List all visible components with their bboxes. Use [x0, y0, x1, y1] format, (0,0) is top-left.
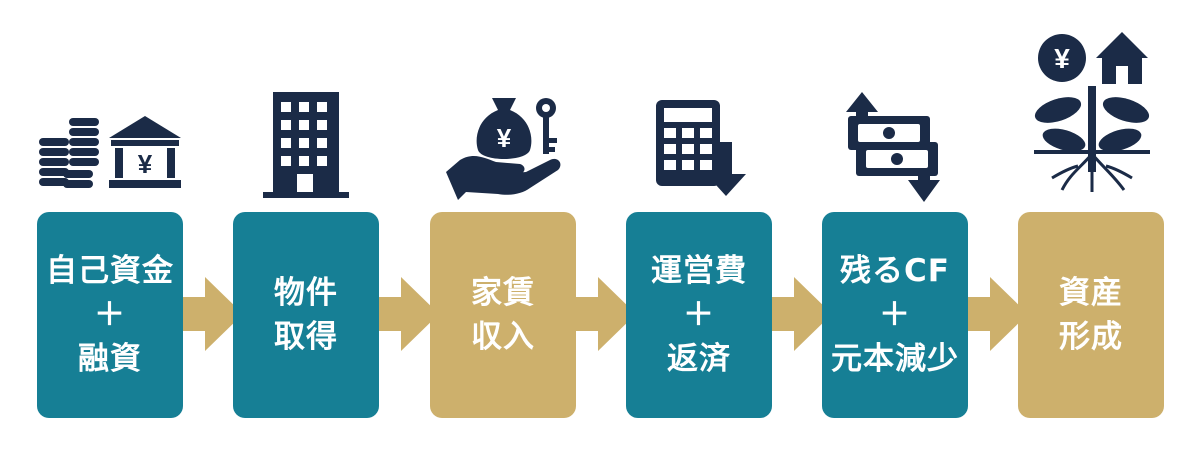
building-icon — [233, 14, 379, 204]
step-label-5: 残るCF ＋ 元本減少 — [831, 252, 959, 377]
tree-yen-house-icon: ¥ — [1018, 14, 1164, 204]
step-box-5: 残るCF ＋ 元本減少 — [822, 212, 968, 418]
step-label-4: 運営費 ＋ 返済 — [651, 252, 747, 377]
step-box-3: 家賃 収入 — [430, 212, 576, 418]
coins-and-bank-icon: ¥ — [37, 14, 183, 204]
calculator-down-arrow-icon — [626, 14, 772, 204]
flow-arrow-2 — [379, 277, 439, 351]
step-label-1: 自己資金 ＋ 融資 — [46, 252, 174, 377]
step-4: 運営費 ＋ 返済 — [626, 0, 772, 456]
bag-yen-text: ¥ — [497, 123, 512, 153]
coin-yen-text: ¥ — [1054, 43, 1070, 74]
bank-yen-text: ¥ — [138, 149, 153, 179]
cashflow-arrows-icon — [822, 14, 968, 204]
step-3: ¥ 家賃 収入 — [430, 0, 576, 456]
step-5: 残るCF ＋ 元本減少 — [822, 0, 968, 456]
step-6: ¥ 資産 形成 — [1018, 0, 1164, 456]
step-label-2: 物件 取得 — [274, 274, 338, 355]
step-box-4: 運営費 ＋ 返済 — [626, 212, 772, 418]
step-label-6: 資産 形成 — [1059, 274, 1123, 355]
flow-arrow-5 — [968, 277, 1028, 351]
step-box-6: 資産 形成 — [1018, 212, 1164, 418]
step-label-3: 家賃 収入 — [471, 274, 535, 355]
flow-arrow-4 — [772, 277, 832, 351]
step-box-1: 自己資金 ＋ 融資 — [37, 212, 183, 418]
step-1: ¥ 自己資金 ＋ 融資 — [37, 0, 183, 456]
hand-moneybag-key-icon: ¥ — [430, 14, 576, 204]
flow-arrow-1 — [183, 277, 243, 351]
step-2: 物件 取得 — [233, 0, 379, 456]
flow-arrow-3 — [576, 277, 636, 351]
step-box-2: 物件 取得 — [233, 212, 379, 418]
